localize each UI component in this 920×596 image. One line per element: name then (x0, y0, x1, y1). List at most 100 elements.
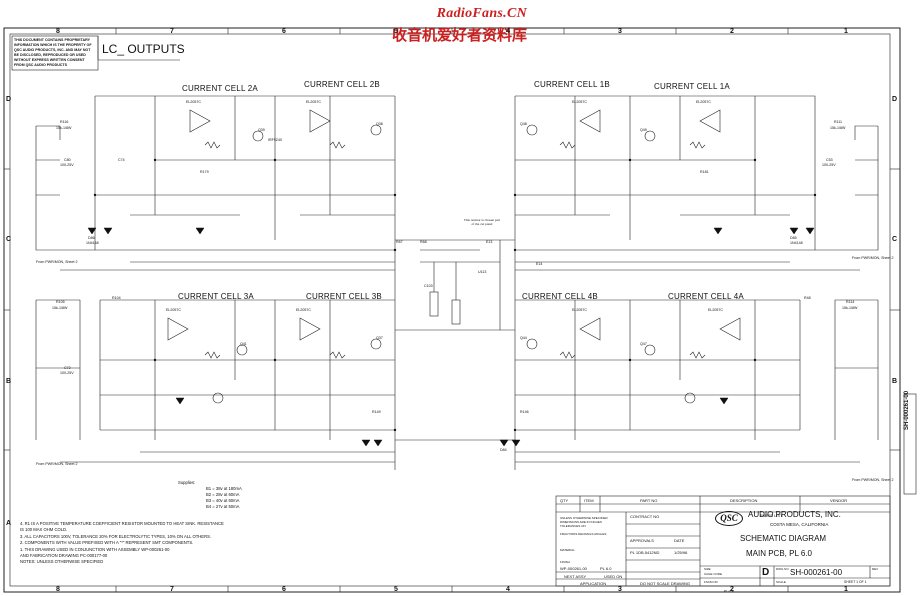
parts-list-heading: PARTS LIST (760, 513, 783, 518)
watermark: RadioFans.CN 收音机爱好者资料库 (392, 6, 527, 45)
note-3: 3. ALL CAPACITORS 100V, TOLERANCE 20% FO… (20, 533, 212, 539)
date-value: 1/25/96 (674, 550, 688, 555)
watermark-site: RadioFans.CN (436, 6, 528, 21)
fractions-label: FRACTIONS DECIMALS ANGLES (560, 532, 607, 536)
diode-part: 1N4148 (86, 241, 99, 245)
supply-b2: B2 = 28v at 60mA (206, 492, 240, 497)
resistor-label: R181 (700, 170, 709, 174)
ic-label: EL2057C (708, 308, 723, 312)
supply-b1: B1 = 38v at 180mA (206, 486, 242, 491)
zone-top-7: 7 (170, 28, 174, 35)
pl-label: PL 6.0 (600, 566, 612, 571)
dwg-no-label: DWG NO (776, 567, 789, 571)
next-assy-label: NEXT ASSY (564, 574, 587, 579)
transistor-label: Q44 (520, 336, 527, 340)
drawn-value: PL 1DB.5412ND (630, 550, 660, 555)
used-on-label: USED ON (604, 574, 623, 579)
sheet-title: LC_ OUTPUTS (102, 42, 185, 56)
zone-top-2: 2 (730, 28, 734, 35)
cell-title-3a: CURRENT CELL 3A (178, 292, 254, 301)
cell-title-4b: CURRENT CELL 4B (522, 292, 598, 301)
ic-label: U113 (478, 270, 487, 274)
capacitor-label: C80 (64, 158, 71, 162)
assy-no: WP-000261-00 (560, 566, 587, 571)
transistor-label: Q49 (640, 128, 647, 132)
resistor-value: 15k-1/8W (842, 306, 858, 310)
capacitor-value: 100-25V (60, 371, 74, 375)
col-description: DESCRIPTION (730, 498, 758, 503)
zone-bottom-3: 3 (618, 586, 622, 593)
transistor-part: IRF9Z40 (268, 138, 282, 142)
diode-label: D86 (88, 236, 95, 240)
resistor-value: 15k-1/8W (56, 126, 72, 130)
col-vendor: VENDOR (830, 498, 848, 503)
col-item: ITEM (584, 498, 594, 503)
transistor-label: Q47 (640, 342, 647, 346)
dwg-no: SH-000261-00 (790, 568, 843, 577)
resistor-label: R146 (520, 410, 529, 414)
cell-title-2b: CURRENT CELL 2B (304, 80, 380, 89)
resistor-label: R114 (846, 300, 855, 304)
zone-top-4: 4 (506, 28, 510, 35)
cell-title-2a: CURRENT CELL 2A (182, 84, 258, 93)
resistor-label: R116 (60, 120, 69, 124)
approvals-label: APPROVALS (630, 538, 654, 543)
cage-label: CAGE CODE (704, 572, 723, 576)
fscm-label: FSCM NO (704, 580, 718, 584)
zone-bottom-8: 8 (56, 586, 60, 593)
test-point: E13 (486, 240, 493, 244)
diode-part: 1N4148 (790, 241, 803, 245)
note-4a: 4. R1 IS A POSITIVE TEMPERATURE COEFFICI… (20, 521, 224, 526)
resistor-label: R105 (56, 300, 65, 304)
drawing-title-1: SCHEMATIC DIAGRAM (740, 534, 827, 543)
resistor-label: R48 (804, 296, 811, 300)
ic-label: EL2057C (186, 100, 201, 104)
resistor-label: R104 (112, 296, 121, 300)
zone-left-c: C (6, 236, 12, 243)
zone-top-5: 5 (394, 28, 398, 35)
note-1a: 1. THIS DRAWING USED IN CONJUNCTION WITH… (20, 546, 170, 552)
note-4b: IS 100 MAX OHM COLD. (20, 527, 68, 533)
supplies-list: Supplies: B1 = 38v at 180mA B2 = 28v at … (178, 480, 242, 510)
resistor-label: R111 (834, 120, 843, 124)
cell-title-1b: CURRENT CELL 1B (534, 80, 610, 89)
ic-label: EL2057C (572, 308, 587, 312)
zone-bottom-4: 4 (506, 586, 510, 593)
zone-left-b: B (6, 378, 12, 385)
do-not-scale-label: DO NOT SCALE DRAWING (640, 581, 691, 586)
finish-label: FINISH (560, 560, 570, 564)
tolerances-note: UNLESS OTHERWISE SPECIFIED DIMENSIONS AR… (560, 516, 608, 528)
ic-label: EL2057C (572, 100, 587, 104)
capacitor-value: 100-25V (60, 163, 74, 167)
supply-b3: B3 = 40v at 60mA (206, 498, 240, 503)
transistor-label: Q38 (376, 122, 383, 126)
page-indicator: P1 of 4 (724, 589, 734, 593)
zone-top-6: 6 (282, 28, 286, 35)
capacitor-label: C72 (64, 366, 71, 370)
zone-bottom-6: 6 (282, 586, 286, 593)
zone-right-b: B (892, 378, 898, 385)
zone-bottom-7: 7 (170, 586, 174, 593)
zone-left-a: A (6, 520, 12, 527)
watermark-chinese: 收音机爱好者资料库 (392, 27, 528, 44)
notes: 4. R1 IS A POSITIVE TEMPERATURE COEFFICI… (20, 521, 320, 566)
zone-right-d: D (892, 96, 898, 103)
capacitor-value: 100-25V (822, 163, 836, 167)
resistor-label: R149 (372, 410, 381, 414)
test-point: E14 (536, 262, 543, 266)
scale-label: SCALE (776, 580, 786, 584)
cell-title-4a: CURRENT CELL 4A (668, 292, 744, 301)
resistor-label: R179 (200, 170, 209, 174)
diode-label: D85 (790, 236, 797, 240)
material-label: MATERIAL (560, 548, 575, 552)
supply-b4: B4 = 27v at 50mA (206, 504, 240, 509)
ic-label: EL2057C (696, 100, 711, 104)
zone-top-3: 3 (618, 28, 622, 35)
transistor-label: Q48 (520, 122, 527, 126)
capacitor-label: C103 (424, 284, 433, 288)
cell-title-3b: CURRENT CELL 3B (306, 292, 382, 301)
source-label: From PWR/MON, Sheet 2 (36, 260, 78, 264)
zone-bottom-2: 2 (730, 586, 734, 593)
transistor-label: Q41 (240, 342, 247, 346)
